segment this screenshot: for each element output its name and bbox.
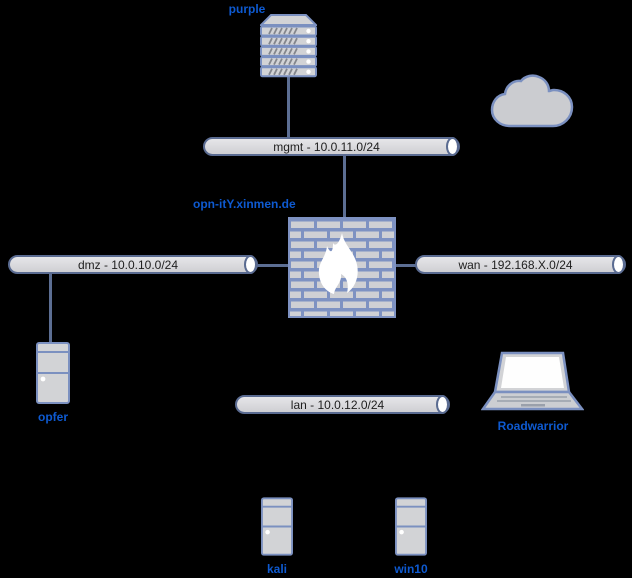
cloud-icon	[489, 74, 583, 130]
win10-server-node	[395, 496, 427, 557]
firewall-node	[288, 217, 396, 318]
laptop-icon	[481, 351, 584, 415]
opfer-server-node	[36, 342, 70, 404]
network-pipe-wan-label: wan - 192.168.X.0/24	[458, 257, 573, 272]
network-pipe-mgmt-label: mgmt - 10.0.11.0/24	[273, 139, 380, 154]
node-label-kali: kali	[266, 562, 287, 576]
pipe-end-cap	[436, 395, 449, 414]
node-label-opfer: opfer	[38, 410, 68, 424]
tower-server-icon	[261, 496, 293, 557]
edge-dmz-to-firewall	[256, 264, 290, 267]
network-pipe-dmz: dmz - 10.0.10.0/24	[8, 255, 258, 274]
network-pipe-dmz-label: dmz - 10.0.10.0/24	[77, 257, 179, 272]
network-pipe-lan-label: lan - 10.0.12.0/24	[290, 397, 385, 412]
network-pipe-wan: wan - 192.168.X.0/24	[415, 255, 626, 274]
pipe-end-cap	[244, 255, 257, 274]
edge-purple-to-mgmt	[287, 76, 290, 138]
roadwarrior-node	[481, 351, 584, 415]
node-label-purple: purple	[228, 2, 266, 16]
firewall-icon	[288, 217, 396, 318]
edge-mgmt-to-firewall	[343, 156, 346, 218]
purple-server-node	[260, 14, 317, 78]
kali-server-node	[261, 496, 293, 557]
cloud-node	[489, 74, 583, 130]
node-label-win10: win10	[394, 562, 428, 576]
pipe-end-cap	[446, 137, 459, 156]
tower-server-icon	[395, 496, 427, 557]
node-label-firewall: opn-itY.xinmen.de	[193, 197, 296, 211]
tower-server-icon	[36, 342, 70, 404]
rack-server-icon	[260, 14, 317, 78]
edge-dmz-to-opfer	[49, 272, 52, 344]
network-pipe-mgmt: mgmt - 10.0.11.0/24	[203, 137, 460, 156]
pipe-end-cap	[612, 255, 625, 274]
node-label-roadwarrior: Roadwarrior	[497, 419, 569, 433]
network-pipe-lan: lan - 10.0.12.0/24	[235, 395, 450, 414]
edge-firewall-to-wan	[394, 264, 417, 267]
